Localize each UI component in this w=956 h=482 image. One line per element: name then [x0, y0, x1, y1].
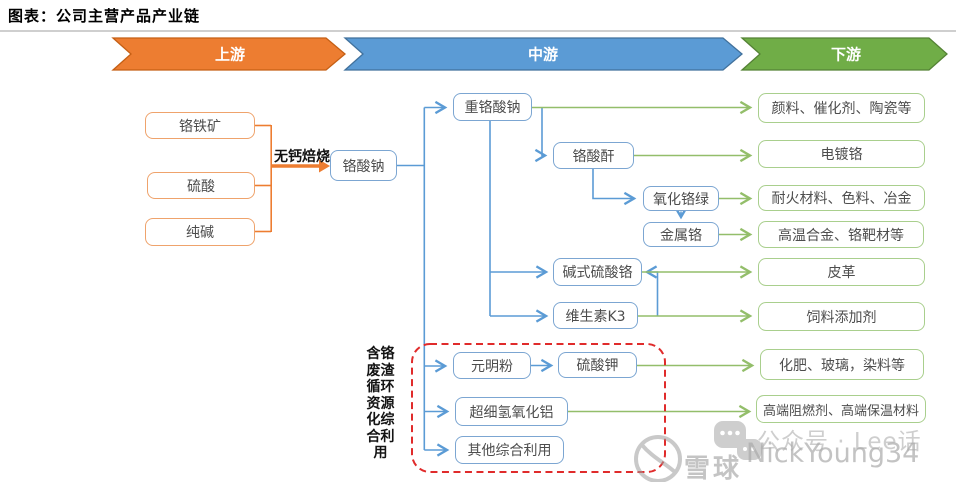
node-sodium-chromate: 铬酸钠 — [330, 150, 397, 181]
upstream-connectors — [255, 124, 319, 233]
banner-downstream-label: 下游 — [831, 46, 861, 64]
node-basic-chromium-sulfate: 碱式硫酸铬 — [553, 258, 642, 286]
node-chrome-electroplating: 电镀铬 — [758, 140, 925, 168]
node-other-utilization: 其他综合利用 — [455, 436, 564, 464]
node-feed-additive: 饲料添加剂 — [758, 302, 925, 331]
node-soda-ash: 纯碱 — [145, 218, 255, 246]
downstream-connectors — [532, 100, 755, 419]
node-fertilizer-glass-dyes: 化肥、玻璃，染料等 — [760, 349, 924, 380]
banner-upstream-label: 上游 — [215, 46, 245, 64]
node-ultrafine-aluminum-hydroxide: 超细氢氧化铝 — [455, 397, 568, 426]
wechat-icon — [714, 421, 762, 460]
node-refractory-colorant-metallurgy: 耐火材料、色料、冶金 — [758, 185, 925, 211]
node-superalloy-chrome-target: 高温合金、铬靶材等 — [758, 221, 924, 248]
node-flame-retardant-insulation: 高端阻燃剂、高端保温材料 — [756, 395, 926, 423]
wechat-watermark-text: 公众号 · Lee话 — [757, 429, 922, 455]
node-chromium-metal: 金属铬 — [643, 222, 719, 247]
xueqiu-logo-icon — [634, 435, 682, 482]
banner-upstream — [111, 37, 347, 71]
title-divider — [0, 30, 956, 32]
node-potassium-sulfate: 硫酸钾 — [558, 352, 637, 378]
node-sodium-dichromate: 重铬酸钠 — [453, 93, 532, 121]
recycle-dashed-frame — [411, 343, 666, 473]
node-leather: 皮革 — [758, 258, 925, 286]
page-title: 图表：公司主营产品产业链 — [8, 7, 201, 25]
xueqiu-logo-swirl — [640, 443, 678, 475]
edge-to-chromic-anhydride — [534, 108, 548, 163]
banner-midstream-label: 中游 — [528, 46, 558, 64]
xueqiu-watermark-text: 雪球 — [684, 454, 743, 482]
banner-downstream — [740, 37, 948, 71]
edge-to-chrome-oxide-green — [592, 169, 637, 206]
node-sulfuric-acid: 硫酸 — [147, 172, 255, 199]
node-vitamin-k3: 维生素K3 — [553, 302, 638, 329]
banner-midstream — [343, 37, 744, 71]
recycle-vertical-label: 含铬废渣循环资源化综合利用 — [366, 346, 395, 461]
node-pigments-catalysts-ceramics: 颜料、催化剂、陶瓷等 — [758, 93, 925, 123]
handle-watermark-text: NickYoung34 — [746, 438, 920, 469]
node-chromite-ore: 铬铁矿 — [145, 112, 255, 139]
process-label-calcium-free-roasting: 无钙焙烧 — [274, 149, 330, 165]
node-chromic-anhydride: 铬酸酐 — [553, 142, 634, 169]
node-sodium-sulfate: 元明粉 — [453, 352, 531, 379]
roasting-arrow-head — [319, 159, 330, 173]
